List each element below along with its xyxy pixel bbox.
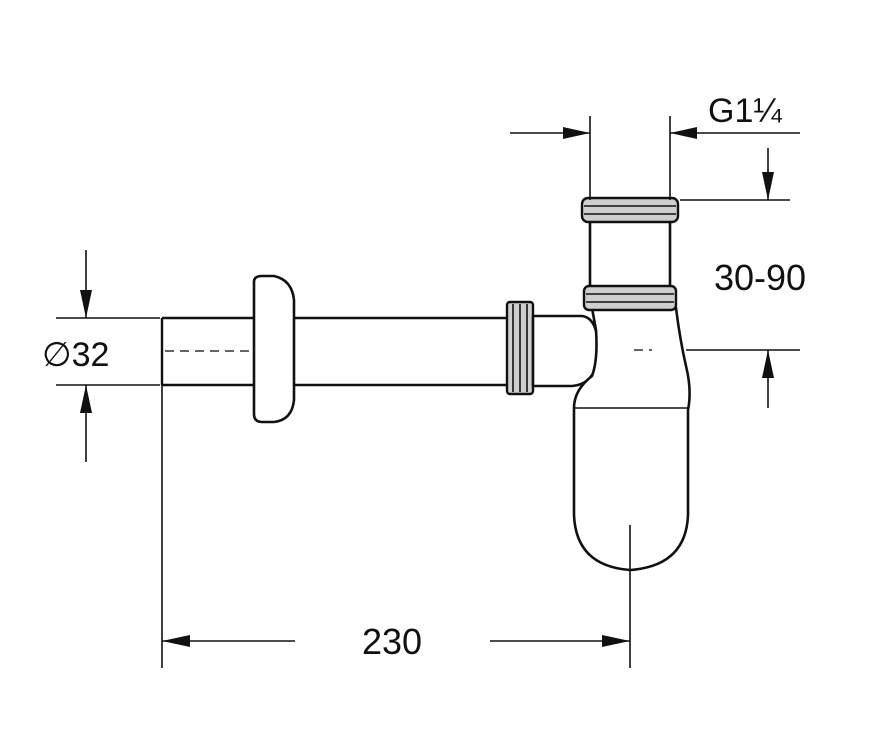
thread-size-label: G1¼ <box>708 92 782 130</box>
wall-rosette <box>252 274 296 424</box>
length-label: 230 <box>362 621 422 662</box>
pipe-diameter-label: ∅32 <box>42 336 109 374</box>
top-thread-nut <box>580 196 680 224</box>
inlet-tube <box>580 196 680 312</box>
thread-dimension <box>510 116 800 200</box>
diameter-dimension <box>56 250 160 462</box>
outlet-pipe <box>160 316 510 387</box>
lower-collar-ring <box>582 284 678 312</box>
length-dimension <box>161 385 631 668</box>
trap-elbow <box>531 314 600 388</box>
height-range-label: 30-90 <box>714 257 806 298</box>
pipe-coupling-nut <box>505 300 535 396</box>
height-dimension <box>680 148 800 408</box>
